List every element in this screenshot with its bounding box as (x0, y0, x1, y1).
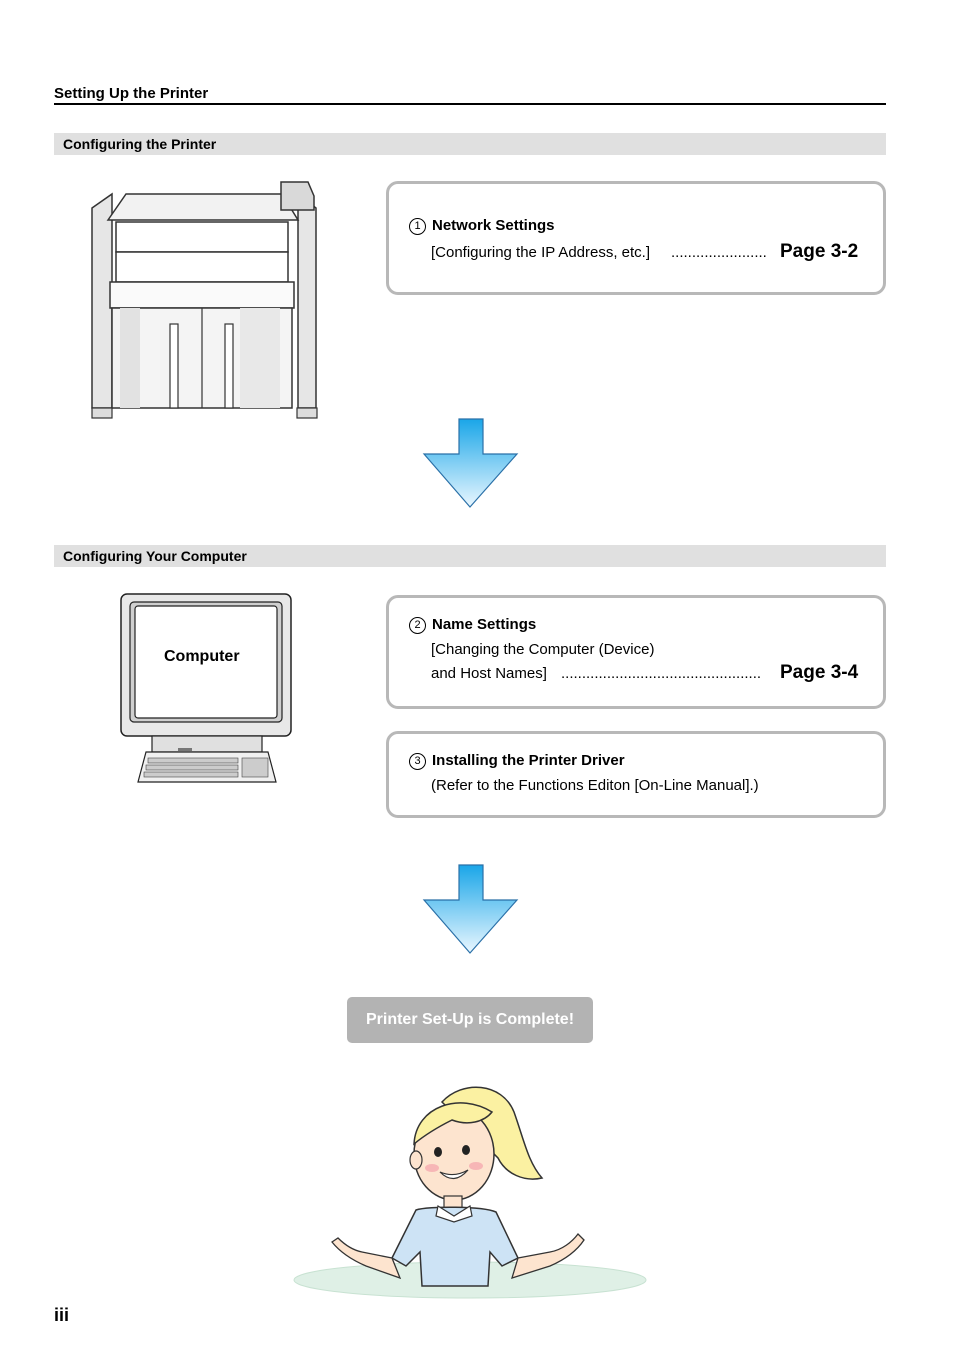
step-3-heading: 3 Installing the Printer Driver (409, 752, 625, 770)
setup-complete-banner: Printer Set-Up is Complete! (347, 997, 593, 1043)
step-3-line: (Refer to the Functions Editon [On-Line … (431, 777, 759, 794)
step-2-title: Name Settings (432, 616, 537, 633)
step-2-line-2: and Host Names] (431, 665, 547, 682)
step-network-settings-box: 1 Network Settings [Configuring the IP Ad… (386, 181, 886, 295)
step-2-page-reference: Page 3-4 (780, 662, 859, 683)
step-name-settings-box: 2 Name Settings [Changing the Computer (D… (386, 595, 886, 709)
page-number: iii (54, 1305, 70, 1325)
step-2-heading: 2 Name Settings (409, 616, 536, 634)
computer-illustration (120, 593, 292, 783)
section-title-computer: Configuring Your Computer (54, 545, 886, 567)
step-2-line-1: [Changing the Computer (Device) (431, 641, 655, 658)
step-2-dots: ........................................… (561, 665, 762, 682)
step-1-page-reference: Page 3-2 (780, 241, 859, 262)
down-arrow-icon (422, 418, 519, 508)
step-1-dots: ....................... (671, 244, 767, 261)
step-1-heading: 1 Network Settings (409, 217, 555, 235)
step-3-title: Installing the Printer Driver (432, 752, 625, 769)
header-rule (54, 103, 886, 105)
step-1-title: Network Settings (432, 217, 555, 234)
down-arrow-icon (422, 864, 519, 954)
computer-label: Computer (164, 648, 240, 665)
section-title-printer: Configuring the Printer (54, 133, 886, 155)
page-header-title: Setting Up the Printer (54, 85, 209, 102)
smiling-woman-illustration (293, 1086, 647, 1299)
step-3-number: 3 (409, 753, 426, 770)
step-1-number: 1 (409, 218, 426, 235)
step-printer-driver-box: 3 Installing the Printer Driver (Refer to… (386, 731, 886, 818)
printer-illustration (91, 181, 318, 419)
step-2-number: 2 (409, 617, 426, 634)
step-1-line: [Configuring the IP Address, etc.] (431, 244, 651, 261)
